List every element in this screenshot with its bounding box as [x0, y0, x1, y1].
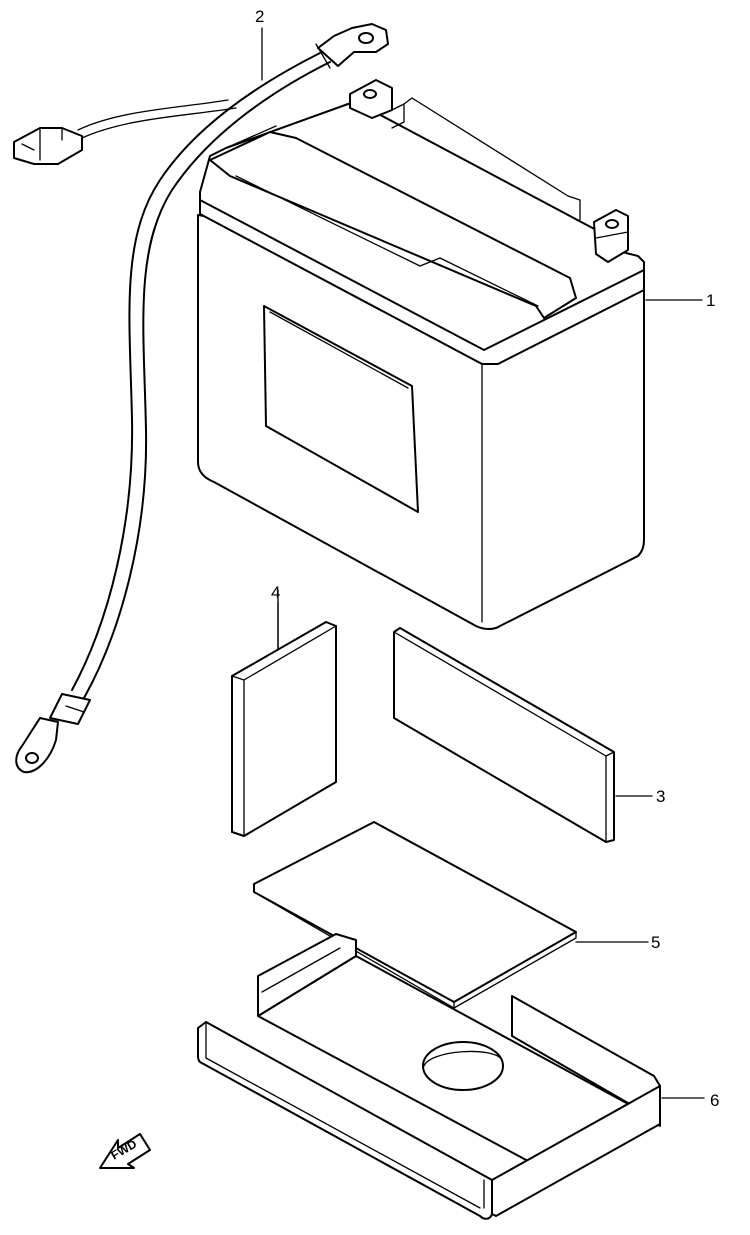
callout-number-4: 4 [271, 583, 280, 602]
callout-number-1: 1 [706, 291, 715, 310]
callout-number-3: 3 [656, 787, 665, 806]
callout-number-6: 6 [710, 1091, 719, 1110]
forward-arrow-icon: FWD [99, 1133, 151, 1169]
front-pad[interactable] [231, 589, 337, 837]
callout-number-2: 2 [255, 7, 264, 26]
battery-tray[interactable] [197, 933, 705, 1220]
callout-number-5: 5 [651, 933, 660, 952]
battery[interactable] [197, 79, 703, 630]
battery-cable[interactable] [13, 23, 389, 774]
side-pad[interactable] [393, 627, 653, 843]
